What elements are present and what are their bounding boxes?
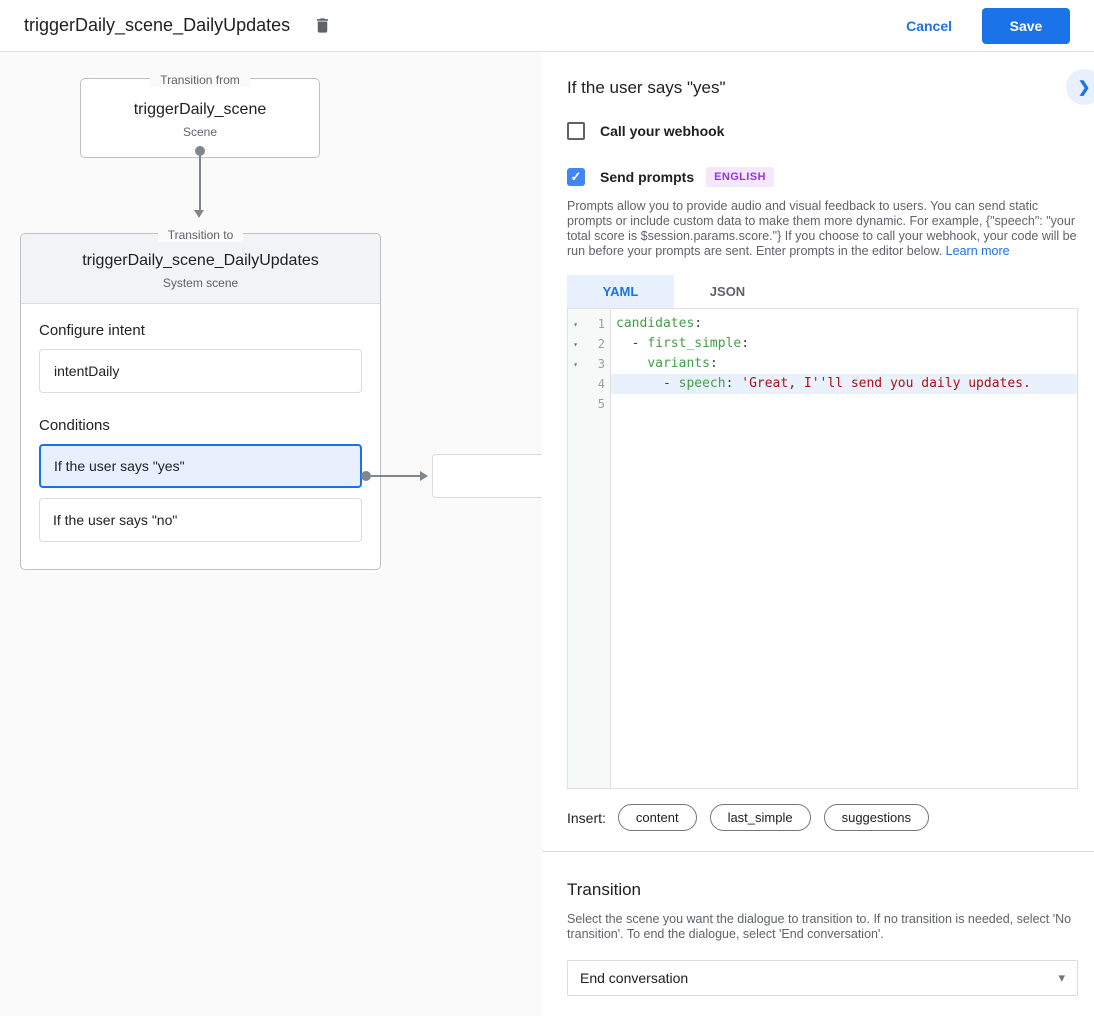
transition-section-title: Transition (567, 880, 642, 899)
insert-row: Insert: content last_simple suggestions (567, 804, 1078, 831)
fold-icon[interactable]: ▾ (573, 339, 578, 349)
conditions-label: Conditions (39, 417, 110, 434)
tab-yaml[interactable]: YAML (567, 275, 674, 308)
intent-field[interactable]: intentDaily (39, 349, 362, 393)
to-scene-type: System scene (162, 276, 239, 290)
from-scene-type: Scene (182, 125, 218, 139)
line-number: 3 (597, 357, 605, 371)
fold-icon[interactable]: ▾ (573, 359, 578, 369)
yaml-code-editor[interactable]: ▾ 1 ▾ 2 ▾ 3 4 5 candidates: - first_simple:… (567, 308, 1078, 789)
transition-from-legend: Transition from (81, 71, 319, 89)
condition-target-node[interactable] (432, 454, 542, 498)
page-title: triggerDaily_scene_DailyUpdates (24, 15, 291, 35)
editor-format-tabs: YAML JSON (567, 275, 1078, 308)
code-line[interactable]: variants: (647, 356, 718, 371)
dropdown-caret-icon: ▾ (1058, 970, 1065, 985)
to-scene-name: triggerDaily_scene_DailyUpdates (82, 252, 319, 269)
line-number: 4 (597, 377, 605, 391)
code-line[interactable]: - first_simple: (616, 336, 750, 351)
connector-dot (361, 471, 371, 481)
connector-line (371, 475, 420, 477)
condition-editor-panel: ❯ If the user says "yes" Call your webho… (542, 52, 1094, 1016)
from-scene-name: triggerDaily_scene (133, 101, 267, 118)
call-webhook-checkbox[interactable] (567, 122, 585, 140)
arrow-right-icon (420, 471, 428, 481)
connector-dot (195, 146, 205, 156)
line-number: 2 (597, 337, 605, 351)
editor-gutter: ▾ 1 ▾ 2 ▾ 3 4 5 (568, 309, 611, 788)
condition-item-no[interactable]: If the user says "no" (39, 498, 362, 542)
check-icon: ✓ (570, 169, 582, 184)
transition-description: Select the scene you want the dialogue t… (567, 912, 1072, 941)
transition-to-legend: Transition to (21, 226, 380, 244)
send-prompts-label: Send prompts (600, 169, 695, 185)
transition-select[interactable]: End conversation ▾ (567, 960, 1078, 996)
transition-select-value: End conversation (580, 970, 689, 986)
transition-from-node[interactable]: Transition from triggerDaily_scene Scene (80, 73, 320, 158)
prompts-description: Prompts allow you to provide audio and v… (567, 199, 1077, 258)
tab-json[interactable]: JSON (709, 284, 746, 299)
top-bar: triggerDaily_scene_DailyUpdates Cancel S… (0, 0, 1094, 52)
insert-chip-suggestions[interactable]: suggestions (823, 804, 929, 831)
arrow-down-icon (194, 210, 204, 218)
send-prompts-row: ✓ Send prompts ENGLISH (567, 167, 1078, 187)
scene-flow-canvas: Transition from triggerDaily_scene Scene… (0, 52, 542, 1016)
insert-label: Insert: (567, 809, 606, 826)
insert-chip-content[interactable]: content (617, 804, 697, 831)
line-number: 1 (597, 317, 605, 331)
to-scene-header[interactable]: triggerDaily_scene_DailyUpdates System s… (21, 234, 380, 304)
line-number: 5 (597, 397, 605, 411)
fold-icon[interactable]: ▾ (573, 319, 578, 329)
transition-to-node: Transition to triggerDaily_scene_DailyUp… (20, 228, 381, 570)
section-divider (542, 851, 1094, 852)
chevron-right-icon: ❯ (1077, 79, 1091, 96)
trash-icon (313, 16, 332, 35)
panel-title: If the user says "yes" (567, 78, 726, 97)
connector-line (199, 156, 201, 210)
configure-intent-label: Configure intent (39, 322, 145, 339)
learn-more-link[interactable]: Learn more (945, 244, 1010, 258)
cancel-button[interactable]: Cancel (906, 17, 952, 34)
to-scene-body: Configure intent intentDaily Conditions … (21, 304, 380, 560)
condition-item-yes[interactable]: If the user says "yes" (39, 444, 362, 488)
collapse-panel-button[interactable]: ❯ (1066, 69, 1094, 105)
editor-code-area[interactable]: candidates: - first_simple: variants: - … (611, 309, 1077, 788)
send-prompts-checkbox[interactable]: ✓ (567, 168, 585, 186)
insert-chip-last-simple[interactable]: last_simple (709, 804, 811, 831)
code-line[interactable]: candidates: (616, 316, 703, 331)
code-line-active[interactable]: - speech: 'Great, I''ll send you daily u… (611, 374, 1077, 394)
code-line[interactable] (611, 394, 1077, 414)
webhook-row: Call your webhook (567, 122, 1078, 140)
call-webhook-label: Call your webhook (600, 123, 725, 139)
delete-scene-button[interactable] (310, 14, 334, 38)
save-button[interactable]: Save (982, 7, 1070, 44)
language-badge: ENGLISH (706, 167, 774, 187)
